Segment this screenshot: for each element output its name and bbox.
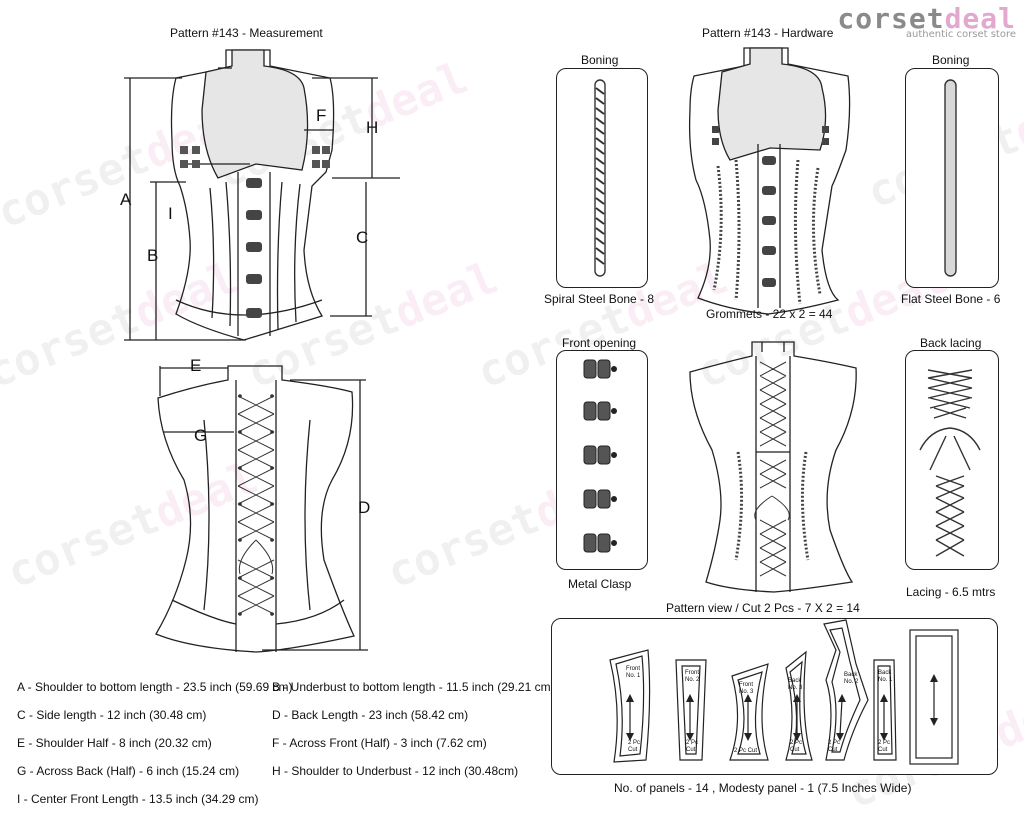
label-b: B	[147, 246, 159, 265]
label-f: F	[316, 106, 327, 125]
front-opening-title: Front opening	[562, 336, 637, 350]
label-g: G	[194, 426, 208, 445]
label-e: E	[190, 356, 202, 375]
boning-right-title: Boning	[932, 53, 970, 67]
boning-left-caption: Spiral Steel Bone - 8	[544, 292, 655, 306]
piece-front-2-cut: 2 Pc Cut	[686, 740, 699, 753]
grommets-caption: Grommets - 22 x 2 = 44	[706, 307, 833, 321]
brand-logo: corsetdeal authentic corset store	[837, 2, 1016, 40]
label-a: A	[120, 190, 132, 209]
hardware-title: Pattern #143 - Hardware	[702, 26, 834, 40]
measurement-title: Pattern #143 - Measurement	[170, 26, 323, 40]
measurement-g: G - Across Back (Half) - 6 inch (15.24 c…	[17, 764, 240, 778]
back-lacing-title: Back lacing	[920, 336, 982, 350]
measurement-b: B - Underbust to bottom length - 11.5 in…	[272, 680, 555, 694]
measurement-f: F - Across Front (Half) - 3 inch (7.62 c…	[272, 736, 487, 750]
pattern-view-box	[551, 618, 998, 775]
front-opening-caption: Metal Clasp	[568, 577, 632, 591]
measurement-h: H - Shoulder to Underbust - 12 inch (30.…	[272, 764, 519, 778]
piece-back-2-cut: 2 Pc Cut	[828, 740, 841, 753]
logo-tagline: authentic corset store	[905, 29, 1016, 40]
measurement-e: E - Shoulder Half - 8 inch (20.32 cm)	[17, 736, 212, 750]
logo-word-deal: deal	[944, 2, 1016, 35]
back-lacing-caption: Lacing - 6.5 mtrs	[906, 585, 996, 599]
label-h: H	[366, 118, 379, 137]
label-d: D	[358, 498, 371, 517]
boning-left-title: Boning	[581, 53, 619, 67]
pattern-view-title: Pattern view / Cut 2 Pcs - 7 X 2 = 14	[666, 601, 860, 615]
logo-word-corset: corset	[837, 2, 945, 35]
piece-back-3-cut: 2 Pc Cut	[790, 740, 803, 753]
label-i: I	[168, 204, 173, 223]
piece-back-1-cut: 2 Pc Cut	[878, 740, 891, 753]
piece-front-1-cut: 2 Pc Cut	[628, 740, 641, 753]
measurement-c: C - Side length - 12 inch (30.48 cm)	[17, 708, 207, 722]
label-c: C	[356, 228, 369, 247]
measurement-a: A - Shoulder to bottom length - 23.5 inc…	[17, 680, 293, 694]
boning-right-caption: Flat Steel Bone - 6	[901, 292, 1001, 306]
measurement-d: D - Back Length - 23 inch (58.42 cm)	[272, 708, 469, 722]
piece-front-3-cut: 2 Pc Cut	[734, 748, 758, 754]
measurement-i: I - Center Front Length - 13.5 inch (34.…	[17, 792, 259, 806]
pattern-view-caption: No. of panels - 14 , Modesty panel - 1 (…	[614, 781, 912, 795]
